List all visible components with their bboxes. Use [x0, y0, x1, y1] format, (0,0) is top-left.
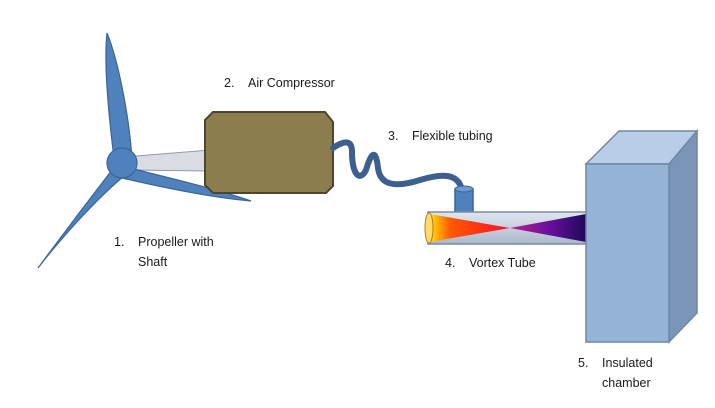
label-chamber-number: 5. — [578, 356, 589, 370]
vortex-inlet-top — [454, 185, 474, 193]
air-compressor-body — [204, 111, 334, 194]
label-propeller: 1. Propeller with Shaft — [114, 232, 214, 272]
label-chamber-line2: chamber — [602, 376, 651, 390]
label-chamber-line1: Insulated — [602, 356, 653, 370]
label-chamber: 5. Insulated chamber — [578, 353, 653, 393]
label-tubing: 3. Flexible tubing — [388, 126, 493, 146]
chamber-front-face — [585, 163, 670, 343]
propeller-blade-left — [37, 169, 126, 269]
label-vortex-number: 4. — [445, 256, 456, 270]
propeller-hub — [106, 147, 138, 179]
label-compressor: 2. Air Compressor — [224, 73, 335, 93]
label-vortex-text: Vortex Tube — [469, 256, 536, 270]
flexible-tubing — [330, 139, 465, 193]
vortex-cold-zone — [510, 214, 586, 242]
label-propeller-line2: Shaft — [138, 255, 168, 269]
label-compressor-number: 2. — [224, 76, 235, 90]
propeller-blade-top — [105, 32, 133, 159]
vortex-inlet — [454, 188, 474, 214]
vortex-hot-zone — [430, 214, 510, 242]
label-tubing-text: Flexible tubing — [412, 129, 493, 143]
chamber-side-face — [668, 128, 698, 344]
label-propeller-number: 1. — [114, 235, 125, 249]
label-propeller-line1: Propeller with — [138, 235, 214, 249]
vortex-hot-end — [424, 212, 434, 244]
label-compressor-text: Air Compressor — [248, 76, 335, 90]
label-tubing-number: 3. — [388, 129, 399, 143]
label-vortex: 4. Vortex Tube — [445, 253, 536, 273]
